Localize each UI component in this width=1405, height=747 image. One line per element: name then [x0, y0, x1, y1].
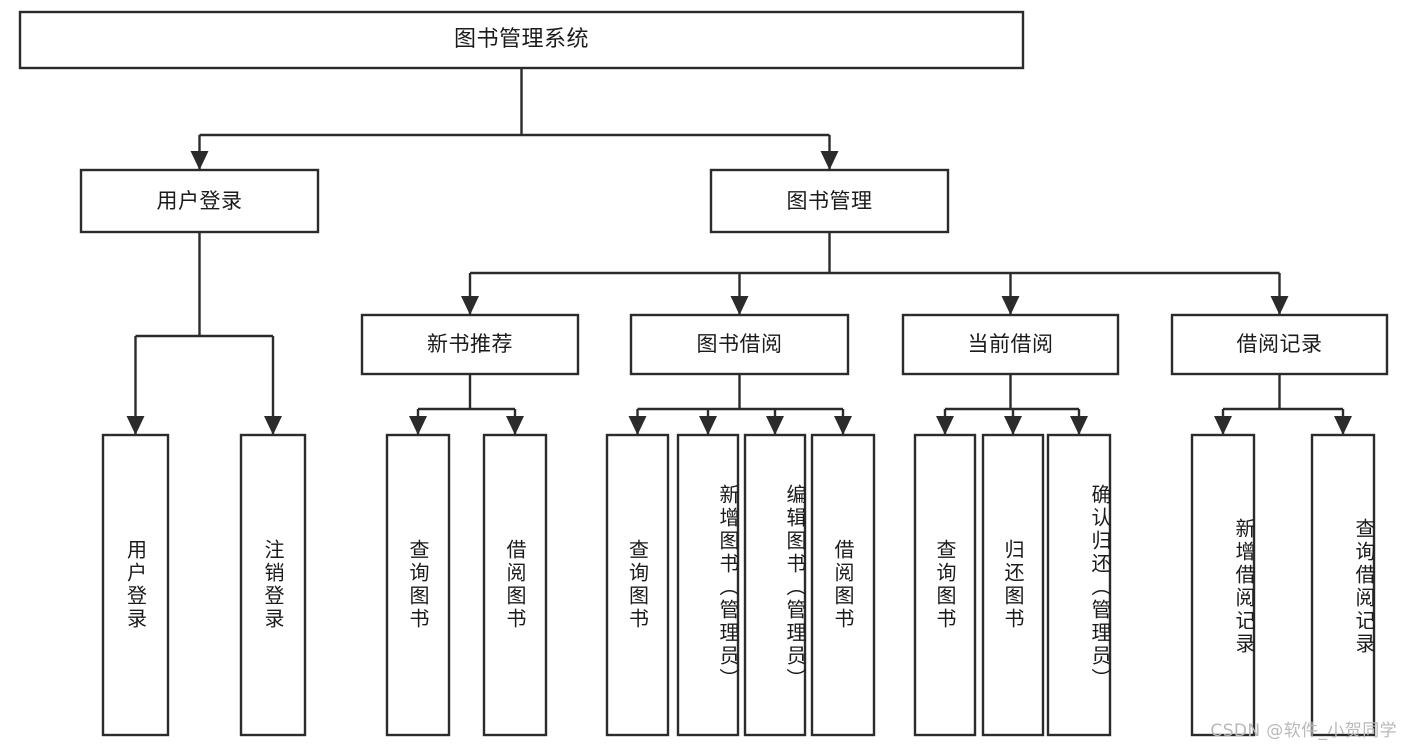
arrow-head-icon-book-management	[820, 151, 839, 170]
node-box-root	[18, 10, 1025, 70]
arrow-head-icon-leaf-return-book	[1004, 416, 1022, 435]
node-box-leaf-edit-book-admin	[743, 433, 807, 737]
arrow-head-icon-leaf-user-login	[126, 416, 145, 435]
connector-edges	[126, 68, 1352, 435]
node-box-leaf-borrow-books-recommend	[482, 433, 548, 737]
node-box-leaf-query-books-borrow	[605, 433, 670, 737]
arrow-head-icon-leaf-add-borrow-record	[1214, 416, 1232, 435]
node-box-leaf-user-login	[101, 433, 170, 737]
node-box-leaf-query-books-current	[913, 433, 977, 737]
arrow-head-icon-leaf-query-borrow-record	[1334, 416, 1352, 435]
node-box-book-management	[709, 168, 950, 234]
arrow-head-icon-book-borrow	[730, 296, 749, 315]
node-box-leaf-confirm-return-admin	[1046, 433, 1112, 737]
node-box-leaf-borrow-book	[810, 433, 876, 737]
node-box-leaf-query-borrow-record	[1310, 433, 1376, 737]
node-box-leaf-user-logout	[239, 433, 307, 737]
node-box-borrow-record	[1170, 313, 1389, 376]
node-boxes	[18, 10, 1389, 737]
arrow-head-icon-leaf-query-books-recommend	[409, 416, 427, 435]
node-box-book-borrow	[629, 313, 850, 376]
node-box-leaf-add-borrow-record	[1190, 433, 1256, 737]
arrow-head-icon-leaf-confirm-return-admin	[1070, 416, 1088, 435]
arrow-head-icon-leaf-query-books-current	[936, 416, 954, 435]
arrow-head-icon-borrow-record	[1270, 296, 1289, 315]
watermark-text: CSDN @软件_小贺同学	[1210, 721, 1397, 741]
arrow-head-icon-leaf-edit-book-admin	[766, 416, 784, 435]
node-box-leaf-add-book-admin	[676, 433, 740, 737]
arrow-head-icon-leaf-borrow-books-recommend	[506, 416, 524, 435]
arrow-head-icon-leaf-add-book-admin	[699, 416, 717, 435]
node-box-leaf-return-book	[981, 433, 1045, 737]
arrow-head-icon-current-borrow	[1001, 296, 1020, 315]
node-box-current-borrow	[901, 313, 1120, 376]
arrow-head-icon-leaf-borrow-book	[834, 416, 852, 435]
arrow-head-icon-leaf-query-books-borrow	[628, 416, 647, 435]
node-box-user-login	[79, 168, 320, 234]
arrow-head-icon-leaf-user-logout	[264, 416, 282, 435]
node-box-new-book-recommend	[360, 313, 580, 376]
arrow-head-icon-user-login	[190, 151, 209, 170]
arrow-head-icon-new-book-recommend	[461, 296, 479, 315]
node-box-leaf-query-books-recommend	[385, 433, 451, 737]
